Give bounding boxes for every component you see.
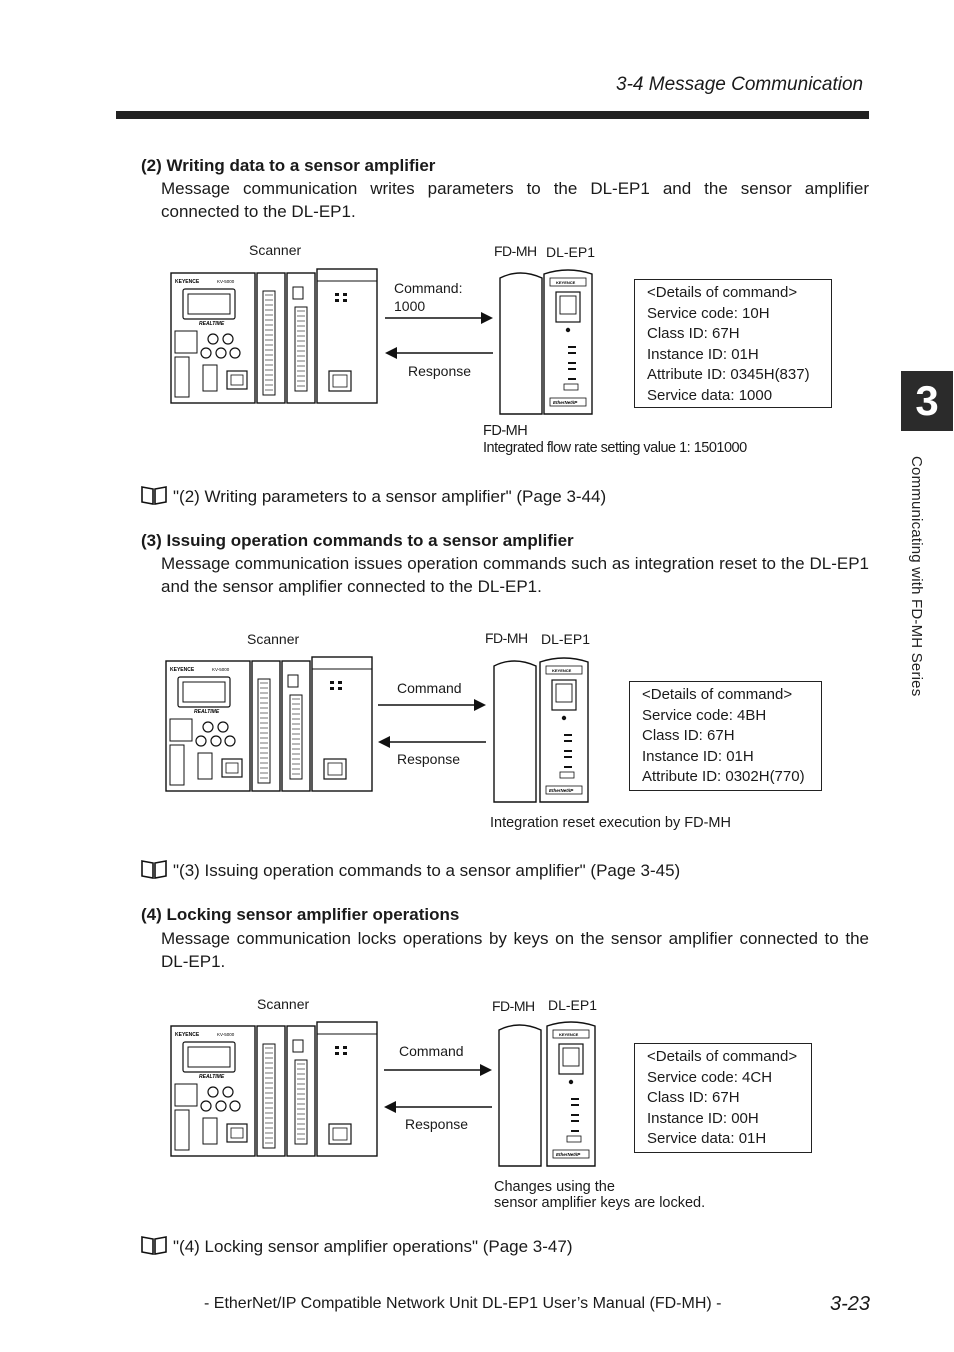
reference-link[interactable]: "(2) Writing parameters to a sensor ampl…: [141, 485, 606, 507]
fdmh-device-3: [498, 1024, 542, 1167]
footer-manual-title: - EtherNet/IP Compatible Network Unit DL…: [204, 1295, 722, 1312]
command-arrow: [384, 1064, 492, 1076]
dlep1-label: DL-EP1: [541, 631, 591, 647]
svg-text:KV-5000: KV-5000: [217, 279, 235, 284]
details-line: Class ID: 67H: [647, 325, 740, 342]
running-header: 3-4 Message Communication: [616, 74, 864, 95]
response-arrow: [384, 1101, 492, 1113]
details-line: Instance ID: 00H: [647, 1109, 759, 1127]
svg-text:REALTIME: REALTIME: [199, 1074, 225, 1080]
details-line: Class ID: 67H: [642, 727, 735, 744]
section-4-title: (4) Locking sensor amplifier operations: [141, 905, 460, 924]
details-line: Instance ID: 01H: [642, 747, 754, 765]
svg-text:KEYENCE: KEYENCE: [175, 1032, 200, 1038]
details-line: Service code: 4BH: [642, 706, 767, 724]
command-details-box: <Details of command> Service code: 10H C…: [634, 279, 832, 408]
svg-text:REALTIME: REALTIME: [199, 321, 225, 327]
reference-link[interactable]: "(4) Locking sensor amplifier operations…: [141, 1235, 572, 1257]
svg-text:KEYENCE: KEYENCE: [175, 279, 200, 285]
reference-text: "(4) Locking sensor amplifier operations…: [173, 1237, 573, 1256]
details-line: Service data: 1000: [647, 386, 773, 404]
svg-text:KV-5000: KV-5000: [212, 667, 230, 672]
svg-text:KEYENCE: KEYENCE: [552, 668, 572, 673]
fdmh-label: FD-MH: [485, 630, 528, 646]
details-line: Attribute ID: 0302H(770): [642, 768, 805, 785]
response-arrow: [385, 347, 493, 359]
book-icon: [141, 860, 167, 879]
svg-text:REALTIME: REALTIME: [194, 709, 220, 715]
dlep1-device-2: KEYENCE EtherNet/IP: [539, 657, 589, 803]
diagram-caption: FD-MH Integrated flow rate setting value…: [483, 423, 747, 456]
dlep1-device-3: KEYENCE EtherNet/IP: [546, 1021, 596, 1167]
command-label: Command: [399, 1043, 464, 1059]
dlep1-label: DL-EP1: [548, 997, 598, 1013]
reference-text: "(2) Writing parameters to a sensor ampl…: [173, 487, 607, 506]
section-4-body: Message communication locks operations b…: [161, 929, 869, 971]
chapter-title-vertical: Communicating with FD-MH Series: [908, 456, 925, 697]
fdmh-device-1: [499, 272, 543, 415]
section-2-body: Message communication writes parameters …: [161, 179, 869, 221]
svg-text:EtherNet/IP: EtherNet/IP: [553, 400, 578, 405]
page-number: 3-23: [830, 1293, 871, 1315]
book-icon: [141, 486, 167, 505]
svg-text:KEYENCE: KEYENCE: [556, 280, 576, 285]
svg-text:EtherNet/IP: EtherNet/IP: [556, 1152, 581, 1157]
details-line: Attribute ID: 0345H(837): [647, 366, 810, 383]
svg-text:EtherNet/IP: EtherNet/IP: [549, 788, 574, 793]
response-label: Response: [405, 1116, 469, 1132]
svg-text:KEYENCE: KEYENCE: [559, 1032, 579, 1037]
command-label: Command: [397, 680, 462, 696]
details-line: Instance ID: 01H: [647, 345, 759, 363]
details-line: <Details of command>: [647, 1048, 798, 1065]
command-arrow: [378, 699, 486, 711]
response-label: Response: [408, 363, 472, 379]
reference-text: "(3) Issuing operation commands to a sen…: [173, 861, 681, 880]
header-rule: [116, 111, 869, 119]
scanner-label: Scanner: [249, 242, 302, 258]
command-details-box: <Details of command> Service code: 4BH C…: [629, 681, 822, 791]
command-details-box: <Details of command> Service code: 4CH C…: [634, 1043, 812, 1153]
details-line: <Details of command>: [647, 284, 798, 301]
details-line: <Details of command>: [642, 686, 793, 703]
details-line: Service code: 4CH: [647, 1068, 773, 1086]
book-icon: [141, 1236, 167, 1255]
svg-text:KV-5000: KV-5000: [217, 1032, 235, 1037]
dlep1-device-1: KEYENCE EtherNet/IP: [543, 269, 593, 415]
section-3-body: Message communication issues operation c…: [161, 554, 869, 596]
response-label: Response: [397, 751, 461, 767]
details-line: Class ID: 67H: [647, 1089, 740, 1106]
command-label: Command: 1000: [394, 280, 463, 314]
fdmh-device-2: [493, 660, 537, 803]
diagram-caption: Integration reset execution by FD-MH: [490, 815, 731, 831]
dlep1-label: DL-EP1: [546, 244, 596, 260]
reference-link[interactable]: "(3) Issuing operation commands to a sen…: [141, 859, 680, 881]
details-line: Service code: 10H: [647, 304, 770, 322]
command-arrow: [385, 312, 493, 324]
diagram-caption: Changes using the sensor amplifier keys …: [494, 1179, 706, 1211]
response-arrow: [378, 736, 486, 748]
fdmh-label: FD-MH: [492, 998, 535, 1014]
svg-text:KEYENCE: KEYENCE: [170, 667, 195, 673]
chapter-tab: 3: [901, 371, 953, 431]
section-2-title: (2) Writing data to a sensor amplifier: [141, 156, 436, 175]
fdmh-label: FD-MH: [494, 243, 537, 259]
section-3-title: (3) Issuing operation commands to a sens…: [141, 531, 574, 550]
scanner-label: Scanner: [247, 631, 300, 647]
scanner-label: Scanner: [257, 996, 310, 1012]
details-line: Service data: 01H: [647, 1130, 767, 1147]
